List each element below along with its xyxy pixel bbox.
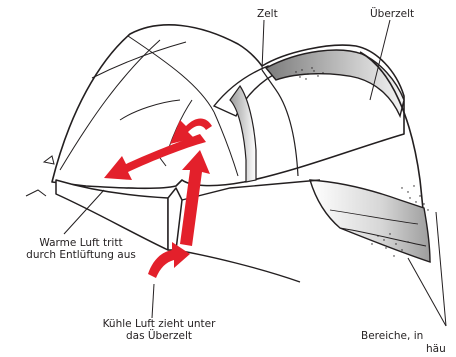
label-warm-air: Warme Luft tritt durch Entlüftung aus [4,237,158,261]
label-warm-air-line1: Warme Luft tritt [4,237,158,249]
label-tent: Zelt [257,8,278,20]
label-areas-line2: häu [426,343,446,355]
label-cool-air-line1: Kühle Luft zieht unter [84,318,234,330]
label-areas-line1: Bereiche, in [361,330,423,342]
label-warm-air-line2: durch Entlüftung aus [4,249,158,261]
fly-lower-right [310,180,430,262]
label-fly: Überzelt [370,8,414,20]
label-cool-air-line2: das Überzelt [84,330,234,342]
label-cool-air: Kühle Luft zieht unter das Überzelt [84,318,234,342]
